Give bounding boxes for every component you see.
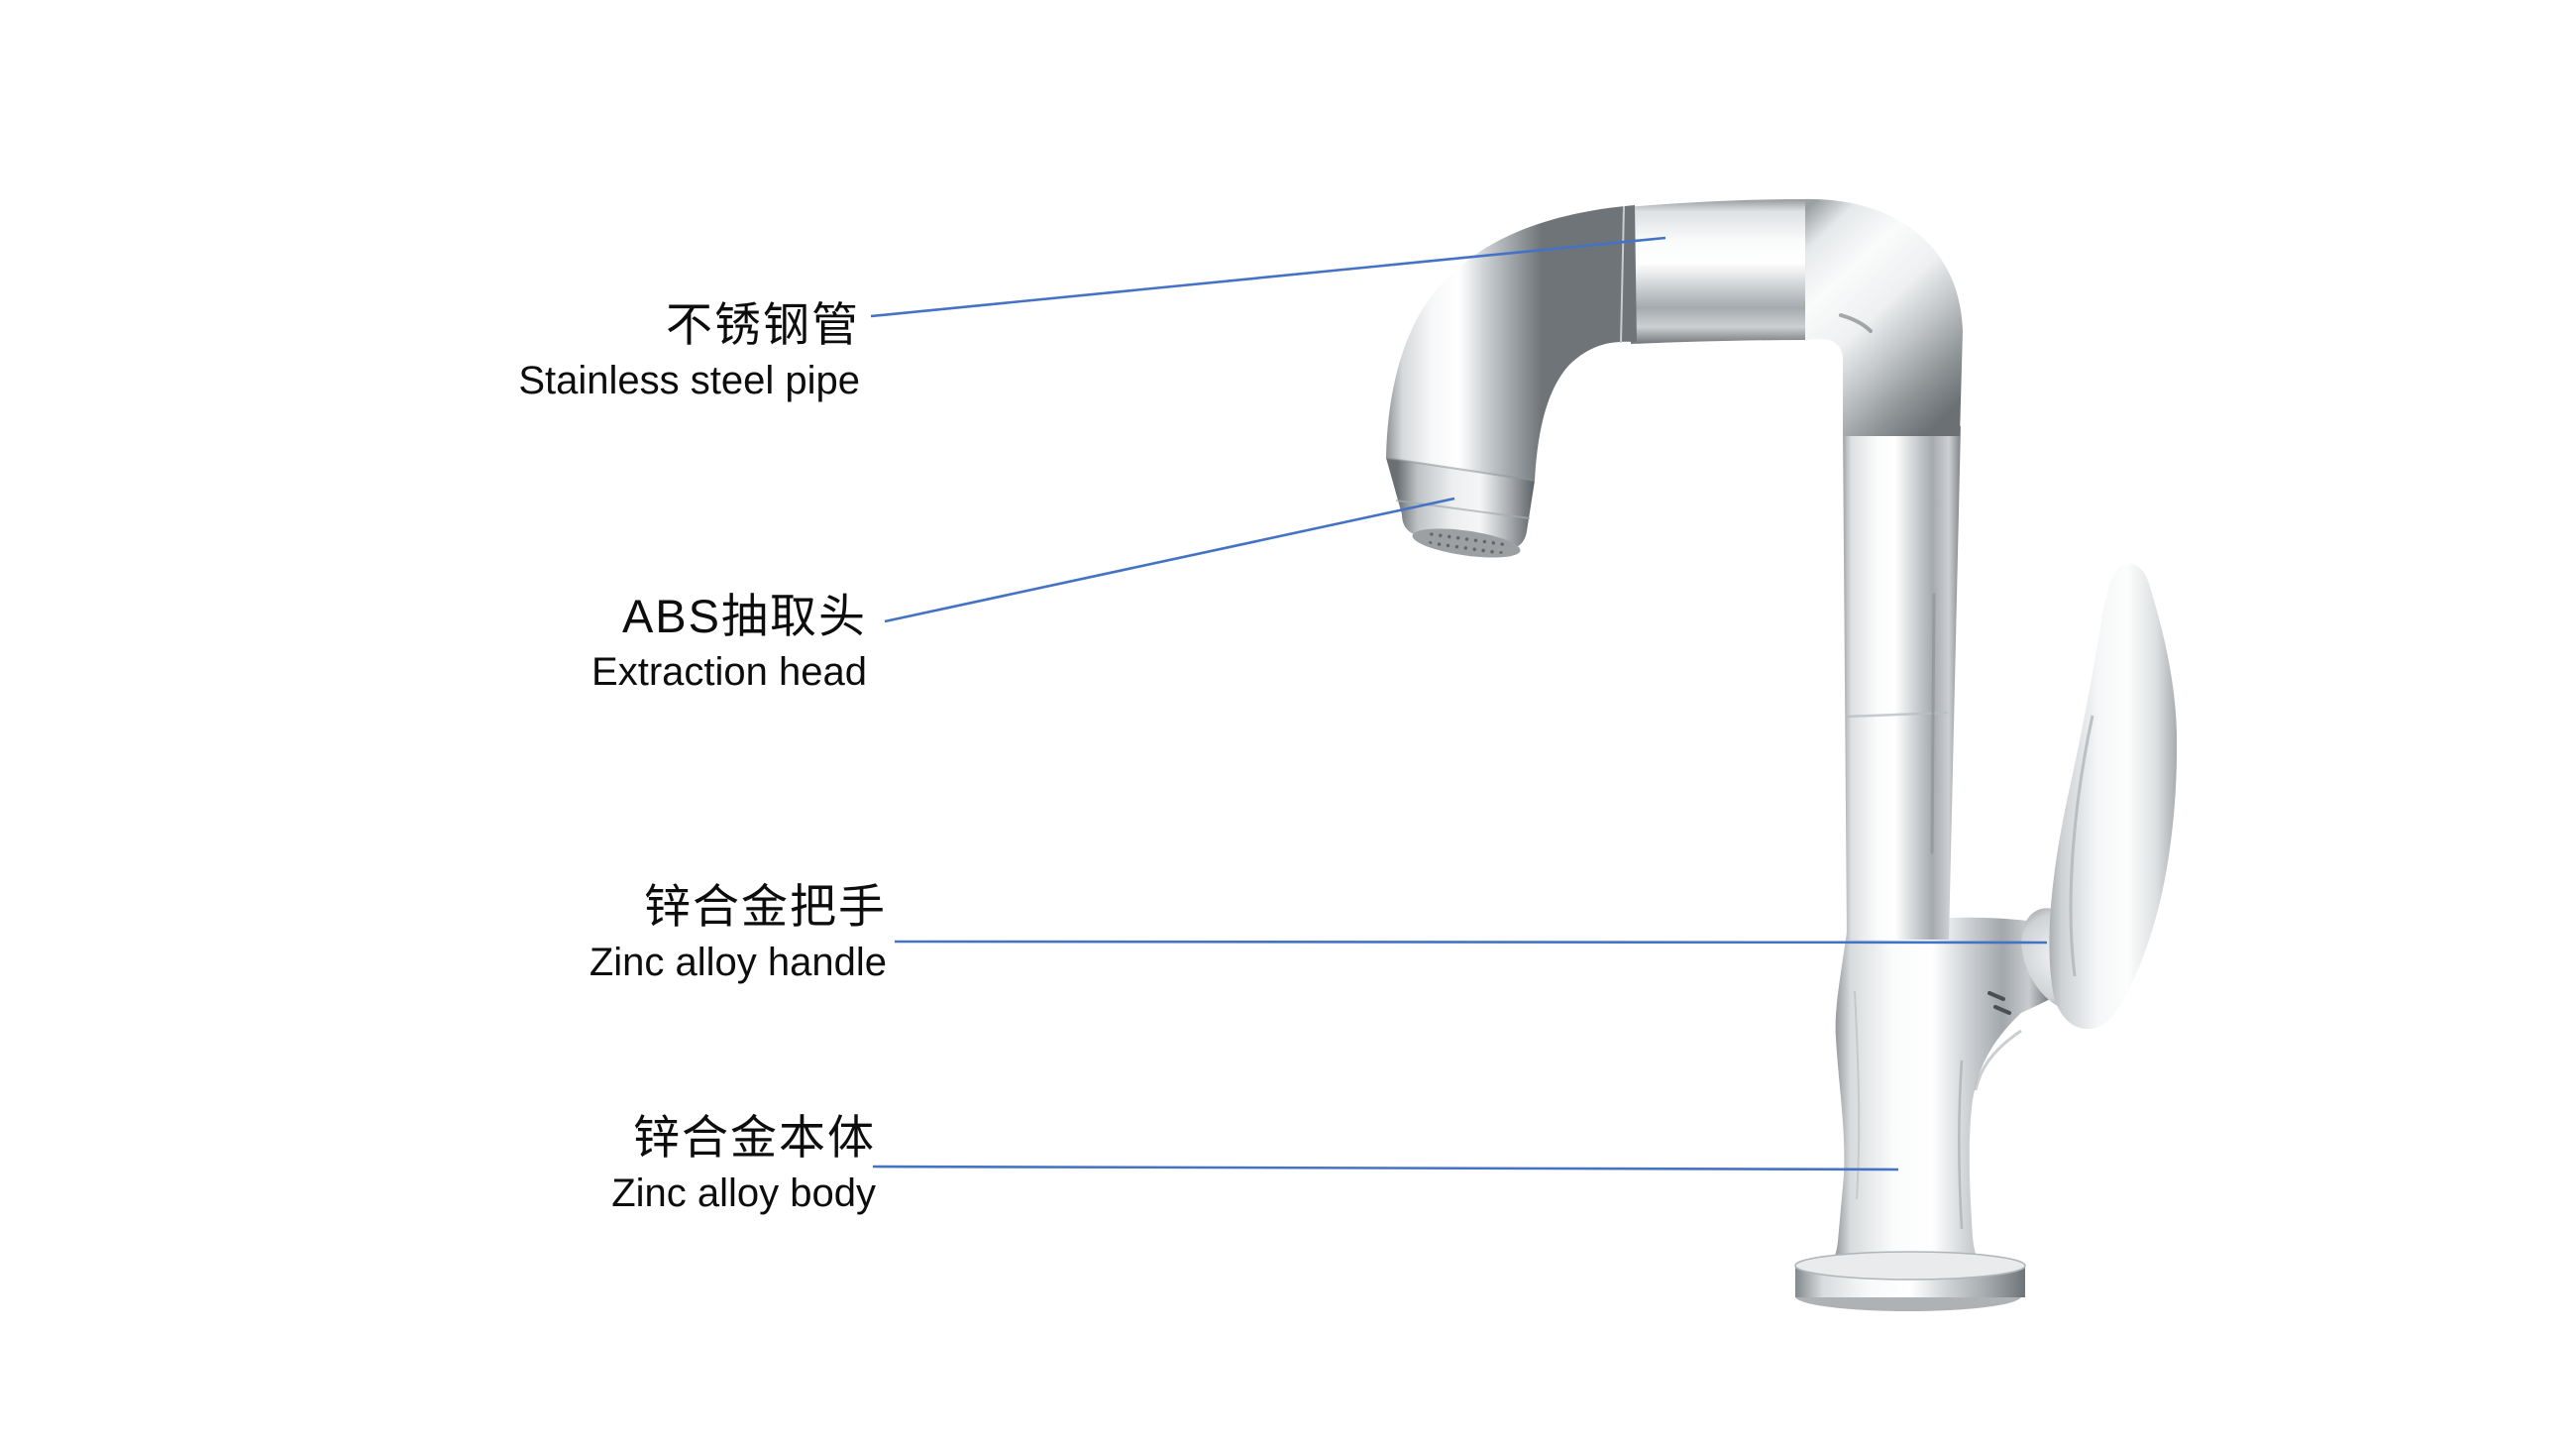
- leader-line-stainless-pipe: [870, 236, 1666, 318]
- base-top-rim: [1794, 1251, 2026, 1281]
- label-zinc-handle-en: Zinc alloy handle: [589, 941, 887, 984]
- corner-dark-accent: [1839, 313, 1873, 333]
- body-marking-dash-1: [1987, 991, 2005, 1001]
- pipe-top-run: [1627, 199, 1805, 344]
- label-extraction-head: ABS抽取头 Extraction head: [591, 587, 867, 698]
- body-shape: [1833, 917, 2094, 1261]
- label-zinc-body-zh: 锌合金本体: [633, 1111, 876, 1164]
- pipe-elbow: [1386, 205, 1637, 481]
- body-reflection-right: [1958, 1059, 1964, 1230]
- label-stainless-pipe-en: Stainless steel pipe: [518, 359, 860, 402]
- leader-lines: [870, 236, 2048, 1171]
- leader-line-zinc-body: [872, 1165, 1899, 1171]
- stainless-steel-pipe: [1386, 198, 1963, 940]
- riser-reflection: [1930, 593, 1936, 854]
- handle-crease: [2069, 715, 2094, 977]
- label-extraction-head-en: Extraction head: [591, 650, 867, 694]
- label-extraction-head-zh: ABS抽取头: [621, 590, 867, 642]
- riser-joint-line: [1845, 711, 1949, 719]
- head-cone: [1386, 458, 1535, 550]
- body-reflection-left: [1854, 990, 1861, 1200]
- pipe-riser: [1843, 426, 1961, 940]
- label-zinc-body-en: Zinc alloy body: [611, 1171, 876, 1215]
- extraction-head: [1385, 457, 1536, 558]
- head-seam: [1385, 457, 1536, 482]
- base-plate: [1794, 1251, 2026, 1311]
- zinc-alloy-handle: [2049, 563, 2178, 1030]
- pipe-seam-line: [1620, 205, 1625, 344]
- chrome-detail-lines: [1620, 205, 2022, 1230]
- handle-lever: [2049, 563, 2178, 1030]
- label-stainless-pipe: 不锈钢管 Stainless steel pipe: [518, 295, 860, 406]
- label-zinc-handle: 锌合金把手 Zinc alloy handle: [590, 877, 887, 988]
- label-zinc-body: 锌合金本体 Zinc alloy body: [611, 1108, 876, 1219]
- leader-line-extraction-head: [884, 497, 1455, 623]
- body-hub-shade: [1974, 1029, 2022, 1091]
- aerator-mesh: [1421, 532, 1512, 554]
- body-marking-dash-2: [1993, 1005, 2011, 1015]
- head-ring: [1395, 500, 1531, 519]
- label-zinc-handle-zh: 锌合金把手: [644, 880, 887, 933]
- pipe-corner: [1801, 198, 1963, 436]
- label-stainless-pipe-zh: 不锈钢管: [666, 298, 860, 351]
- zinc-alloy-body: [1833, 917, 2094, 1261]
- leader-line-zinc-handle: [894, 940, 2048, 945]
